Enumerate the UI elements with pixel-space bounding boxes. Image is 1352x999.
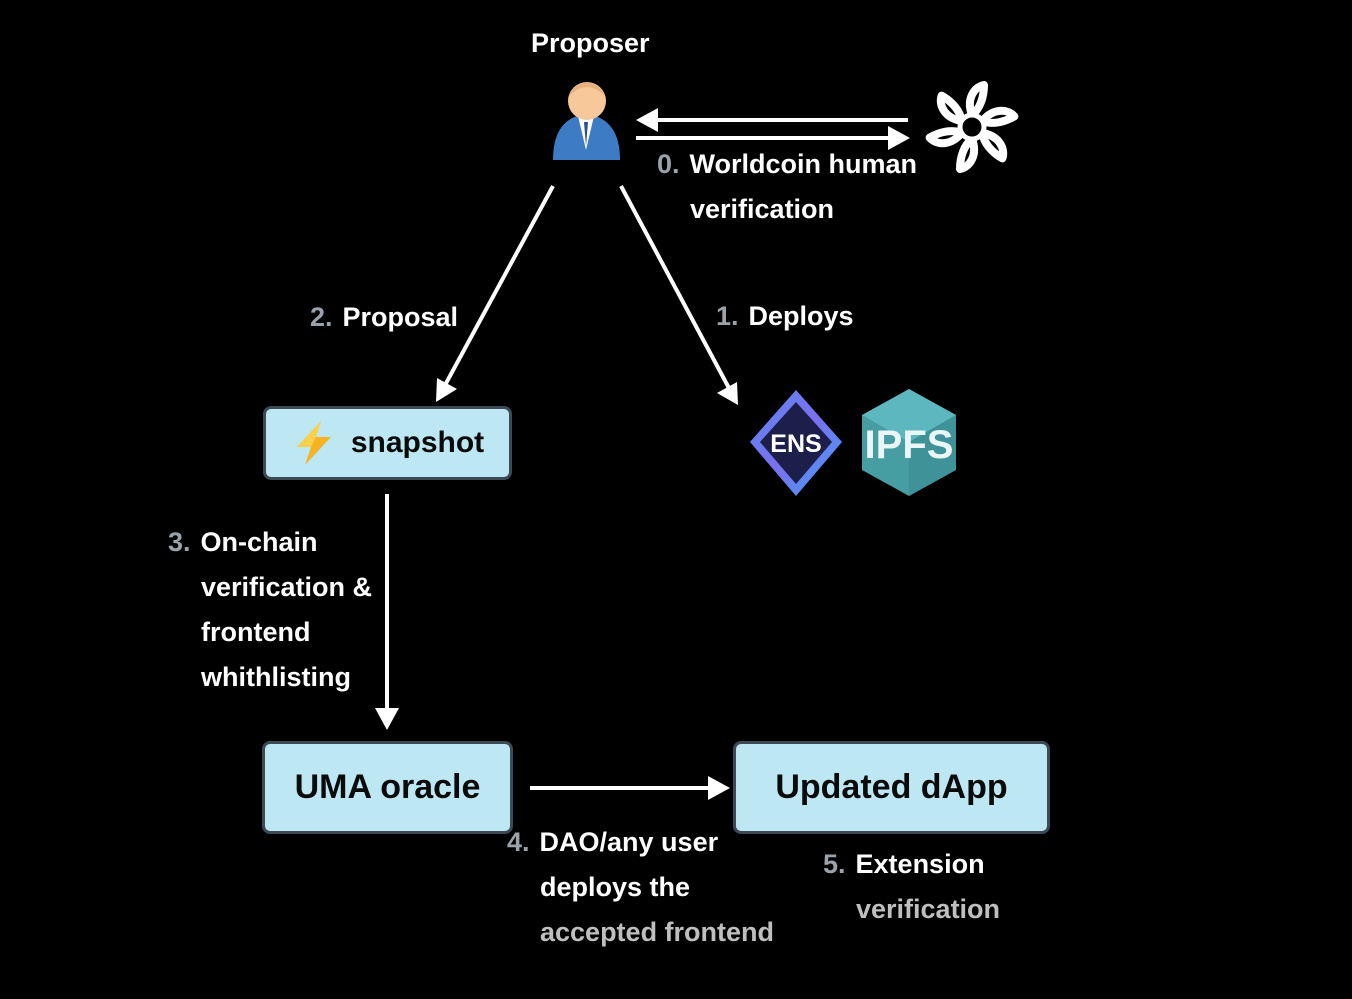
step-0-line-1: Worldcoin human bbox=[689, 149, 918, 179]
step-3-label: 3. On-chain verification & frontend whith… bbox=[168, 520, 372, 700]
lightning-bolt-icon bbox=[296, 421, 331, 465]
arrow-deploy-frontend bbox=[530, 776, 730, 800]
step-3-line-3: frontend bbox=[201, 617, 311, 647]
ens-logo: ENS bbox=[750, 390, 842, 496]
step-5-label: 5. Extension verification bbox=[823, 842, 1000, 932]
step-3-line-4: whithlisting bbox=[201, 662, 351, 692]
uma-oracle-node: UMA oracle bbox=[262, 741, 513, 834]
arrow-proposal bbox=[436, 185, 555, 402]
step-4-line-1: DAO/any user bbox=[539, 827, 719, 857]
step-1-label: 1. Deploys bbox=[716, 294, 854, 339]
step-0-line-2: verification bbox=[690, 194, 835, 224]
uma-oracle-label: UMA oracle bbox=[294, 768, 481, 806]
step-0-label: 0. Worldcoin human verification bbox=[657, 142, 917, 232]
step-4-line-2: deploys the bbox=[540, 872, 691, 902]
step-4-number: 4. bbox=[507, 827, 530, 857]
person-icon bbox=[553, 82, 620, 160]
updated-dapp-label: Updated dApp bbox=[775, 768, 1008, 806]
step-1-line-1: Deploys bbox=[748, 301, 854, 331]
ipfs-label: IPFS bbox=[865, 423, 954, 467]
step-3-line-1: On-chain bbox=[200, 527, 318, 557]
step-1-number: 1. bbox=[716, 301, 739, 331]
step-3-number: 3. bbox=[168, 527, 191, 557]
step-4-label: 4. DAO/any user deploys the accepted fron… bbox=[507, 820, 774, 955]
step-4-line-3: accepted frontend bbox=[540, 917, 775, 947]
arrowhead-to-proposer bbox=[636, 108, 658, 132]
step-5-number: 5. bbox=[823, 849, 846, 879]
worldcoin-exchange-arrows bbox=[636, 108, 910, 150]
proposer-title: Proposer bbox=[531, 28, 650, 58]
worldcoin-logo bbox=[925, 81, 1019, 173]
step-3-line-2: verification & bbox=[201, 572, 373, 602]
step-2-line-1: Proposal bbox=[342, 302, 459, 332]
updated-dapp-node: Updated dApp bbox=[733, 741, 1050, 834]
step-2-number: 2. bbox=[310, 302, 333, 332]
step-5-line-2: verification bbox=[856, 894, 1001, 924]
step-5-line-1: Extension bbox=[855, 849, 985, 879]
ipfs-logo: IPFS bbox=[862, 389, 956, 496]
ens-label: ENS bbox=[770, 430, 821, 458]
snapshot-label: snapshot bbox=[350, 426, 485, 459]
step-2-label: 2. Proposal bbox=[310, 295, 458, 340]
arrow-deploys bbox=[619, 185, 738, 405]
step-0-number: 0. bbox=[657, 149, 680, 179]
snapshot-node: snapshot bbox=[263, 406, 512, 480]
arrowhead-to-worldcoin bbox=[888, 126, 910, 150]
arrow-verification bbox=[375, 494, 399, 730]
